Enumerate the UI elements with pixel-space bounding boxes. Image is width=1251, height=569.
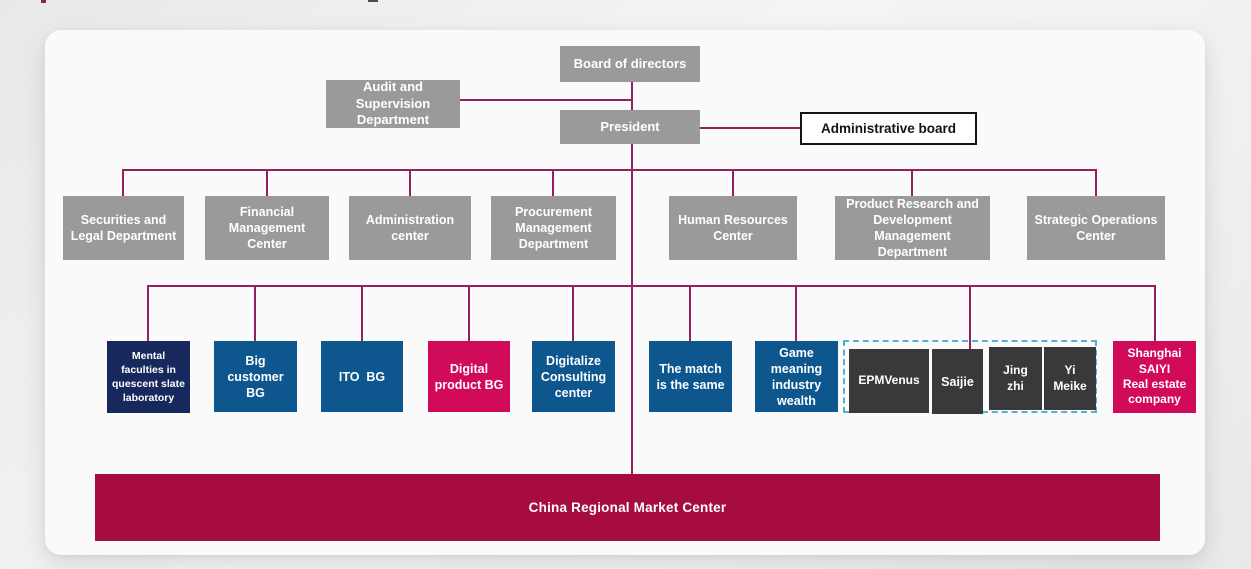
node-board-of-directors[interactable]: Board of directors: [560, 46, 700, 82]
node-mental-faculties-laboratory[interactable]: Mental faculties in quescent slate labor…: [107, 341, 190, 413]
connector-drop: [1095, 169, 1097, 197]
connector-drop: [122, 169, 124, 197]
connector-level3-rail: [147, 285, 1155, 287]
connector-drop: [795, 285, 797, 342]
node-jing-zhi[interactable]: Jing zhi: [989, 347, 1042, 410]
connector-board-president: [631, 81, 633, 111]
node-procurement-management-department[interactable]: Procurement Management Department: [491, 196, 616, 260]
node-human-resources-center[interactable]: Human Resources Center: [669, 196, 797, 260]
node-digital-product-bg[interactable]: Digital product BG: [428, 341, 510, 412]
node-digitalize-consulting-center[interactable]: Digitalize Consulting center: [532, 341, 615, 412]
node-president[interactable]: President: [560, 110, 700, 144]
cutoff-text-fragment-red: [41, 0, 46, 3]
connector-level2-rail: [122, 169, 1096, 171]
connector-audit: [460, 99, 632, 101]
node-yi-meike[interactable]: Yi Meike: [1044, 347, 1096, 410]
connector-drop: [409, 169, 411, 197]
node-strategic-operations-center[interactable]: Strategic Operations Center: [1027, 196, 1165, 260]
cutoff-text-fragment-dark: [368, 0, 378, 2]
connector-drop-group: [969, 285, 971, 352]
node-ito-bg[interactable]: ITO BG: [321, 341, 403, 412]
node-big-customer-bg[interactable]: Big customer BG: [214, 341, 297, 412]
node-financial-management-center[interactable]: Financial Management Center: [205, 196, 329, 260]
node-audit-supervision-department[interactable]: Audit and Supervision Department: [326, 79, 460, 128]
node-the-match-is-the-same[interactable]: The match is the same: [649, 341, 732, 412]
node-saijie[interactable]: Saijie: [932, 349, 983, 414]
connector-drop: [572, 285, 574, 342]
connector-drop: [266, 169, 268, 197]
connector-drop: [468, 285, 470, 342]
node-epmvenus[interactable]: EPMVenus: [849, 349, 929, 413]
connector-drop: [1154, 285, 1156, 342]
connector-drop: [254, 285, 256, 342]
node-game-meaning-industry-wealth[interactable]: Game meaning industry wealth: [755, 341, 838, 412]
node-securities-legal-department[interactable]: Securities and Legal Department: [63, 196, 184, 260]
node-administration-center[interactable]: Administration center: [349, 196, 471, 260]
connector-drop: [732, 169, 734, 197]
node-china-regional-market-center[interactable]: China Regional Market Center: [95, 474, 1160, 541]
node-shanghai-saiyi-real-estate[interactable]: Shanghai SAIYI Real estate company: [1113, 341, 1196, 413]
node-product-rnd-management-department[interactable]: Product Research and Development Managem…: [835, 196, 990, 260]
connector-drop: [147, 285, 149, 342]
connector-drop: [552, 169, 554, 197]
connector-drop: [689, 285, 691, 342]
connector-drop: [361, 285, 363, 342]
connector-admin-board: [700, 127, 800, 129]
connector-main-vertical: [631, 144, 633, 474]
connector-drop: [911, 169, 913, 197]
node-administrative-board[interactable]: Administrative board: [800, 112, 977, 145]
